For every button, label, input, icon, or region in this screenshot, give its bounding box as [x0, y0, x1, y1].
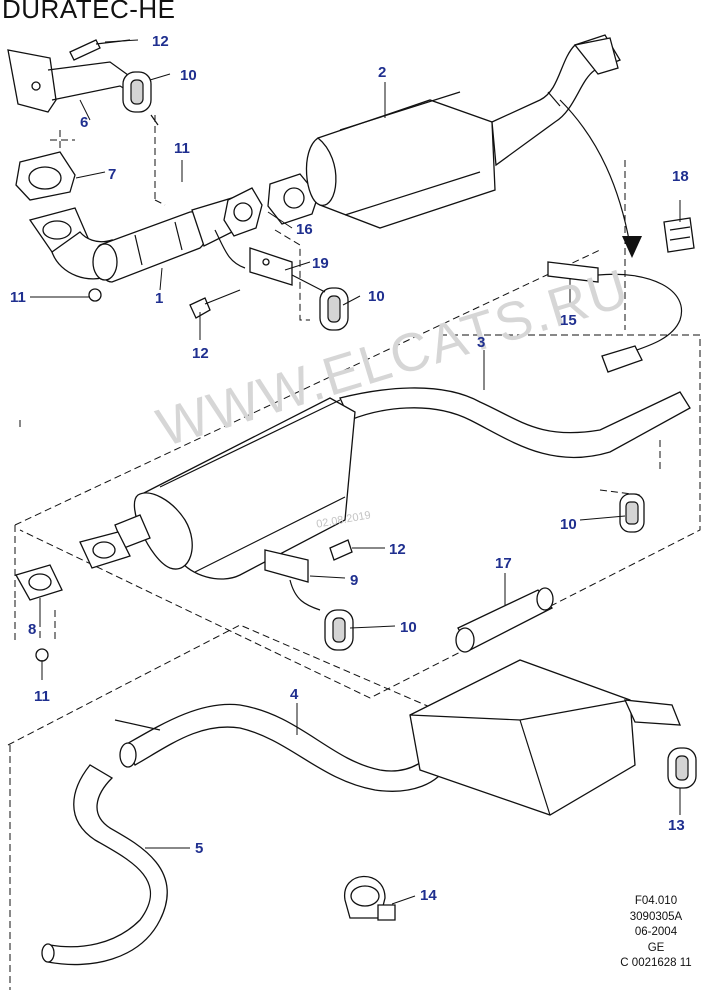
oxygen-sensor-15: [547, 261, 683, 373]
gasket-8: [15, 564, 63, 662]
insulator-10-lower: [324, 609, 354, 651]
ref-line-5: C 0021628 11: [620, 957, 692, 970]
callout-leaders: [30, 39, 681, 905]
insulator-10-mid: [319, 287, 349, 331]
callout-9: 9: [350, 572, 359, 589]
centre-muffler-3: [79, 387, 691, 580]
bracket-9: [264, 539, 353, 611]
insulator-10-top: [122, 71, 159, 126]
rear-silencer-4: [114, 659, 681, 816]
callout-10-mid: 10: [368, 288, 385, 305]
callout-11-lower: 11: [34, 688, 50, 705]
callout-15: 15: [560, 312, 577, 329]
bracket-6: [7, 39, 136, 113]
callout-10-right: 10: [560, 516, 577, 533]
callout-11-left: 11: [10, 289, 26, 306]
callout-2: 2: [378, 64, 387, 81]
clamp-14: [344, 875, 396, 921]
pointer-arrow: [559, 99, 642, 258]
insulator-10-right: [619, 493, 645, 533]
callout-10-lower: 10: [400, 619, 417, 636]
callout-14: 14: [420, 887, 437, 904]
callout-12-mid: 12: [192, 345, 209, 362]
callout-11: 11: [174, 140, 190, 157]
gasket-7: [15, 151, 76, 201]
ref-line-4: GE: [647, 941, 665, 954]
catalytic-converter-2: [305, 34, 621, 229]
callout-1: 1: [155, 290, 164, 307]
ref-line-3: 06-2004: [634, 926, 678, 939]
callout-13: 13: [668, 817, 685, 834]
callout-10: 10: [180, 67, 197, 84]
bracket-19: [249, 247, 326, 293]
callout-18: 18: [672, 168, 689, 185]
callout-16: 16: [296, 221, 313, 238]
ref-line-2: 3090305A: [629, 910, 683, 923]
insulator-13: [667, 747, 697, 789]
diagram-title: DURATEC-HE: [2, 0, 176, 24]
sleeve-17: [455, 587, 554, 653]
reference-block: F04.010 3090305A 06-2004 GE C 0021628 11: [600, 894, 712, 972]
callout-3: 3: [477, 334, 486, 351]
downpipe-1: [28, 197, 246, 302]
callout-17: 17: [495, 555, 512, 572]
callout-7: 7: [108, 166, 117, 183]
plug-18: [663, 217, 695, 253]
callout-5: 5: [195, 840, 204, 857]
bolt-12-mid: [189, 289, 241, 319]
grouping-dashes: [7, 115, 701, 990]
callout-12-lower: 12: [389, 541, 406, 558]
ref-line-1: F04.010: [634, 895, 678, 907]
callout-6: 6: [80, 114, 89, 131]
tailpipe-5: [41, 764, 168, 966]
callout-4: 4: [290, 686, 299, 703]
gasket-16: [223, 173, 319, 237]
callout-19: 19: [312, 255, 329, 272]
callout-12: 12: [152, 33, 169, 50]
callout-8: 8: [28, 621, 37, 638]
